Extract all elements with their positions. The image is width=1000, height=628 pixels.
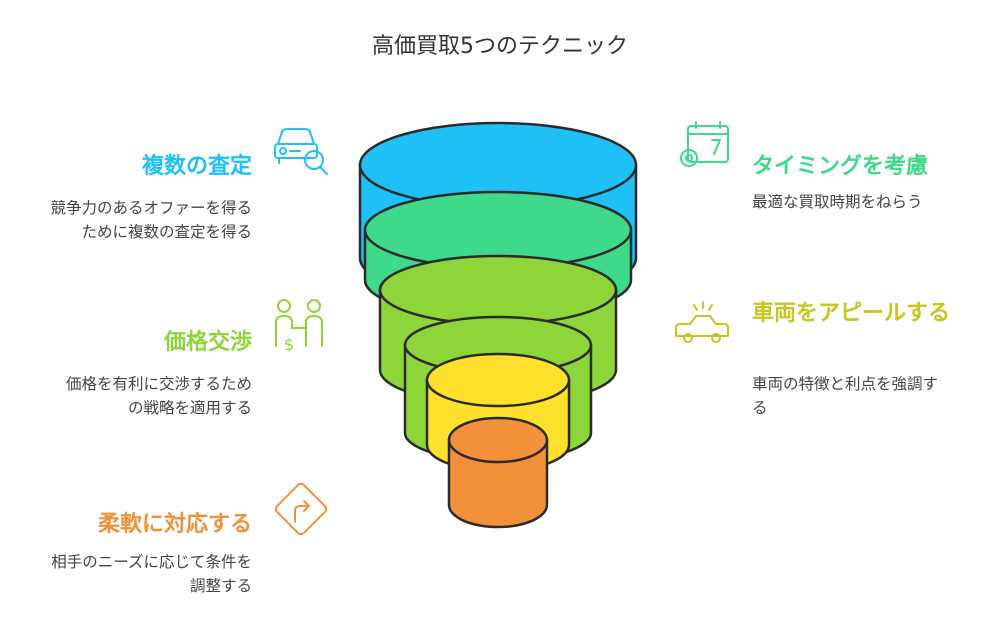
item-desc-4: 車両の特徴と利点を強調する [752,375,939,417]
negotiation-people-icon: $ [275,299,323,354]
funnel-layer-6 [447,416,549,529]
item-desc-3: 価格を有利に交渉するための戦略を適用する [65,375,252,417]
item-heading-4: 車両をアピールする [752,301,951,326]
svg-text:$: $ [284,335,294,354]
calendar-gear-icon [680,121,729,167]
item-heading-3: 価格交渉 [163,330,252,355]
item-desc-1: 競争力のあるオファーを得るために複数の査定を得る [50,199,252,241]
car-magnifier-icon [274,128,328,175]
item-desc-5: 相手のニーズに応じて条件を調整する [51,553,252,595]
diagram-title: 高価買取5つのテクニック [372,34,628,59]
car-highlight-icon [675,301,729,343]
item-heading-1: 複数の査定 [141,154,252,179]
detour-sign-icon [274,482,328,536]
item-desc-2: 最適な買取時期をねらう [752,193,923,211]
item-heading-5: 柔軟に対応する [97,512,252,537]
item-heading-2: タイミングを考慮 [752,154,929,179]
